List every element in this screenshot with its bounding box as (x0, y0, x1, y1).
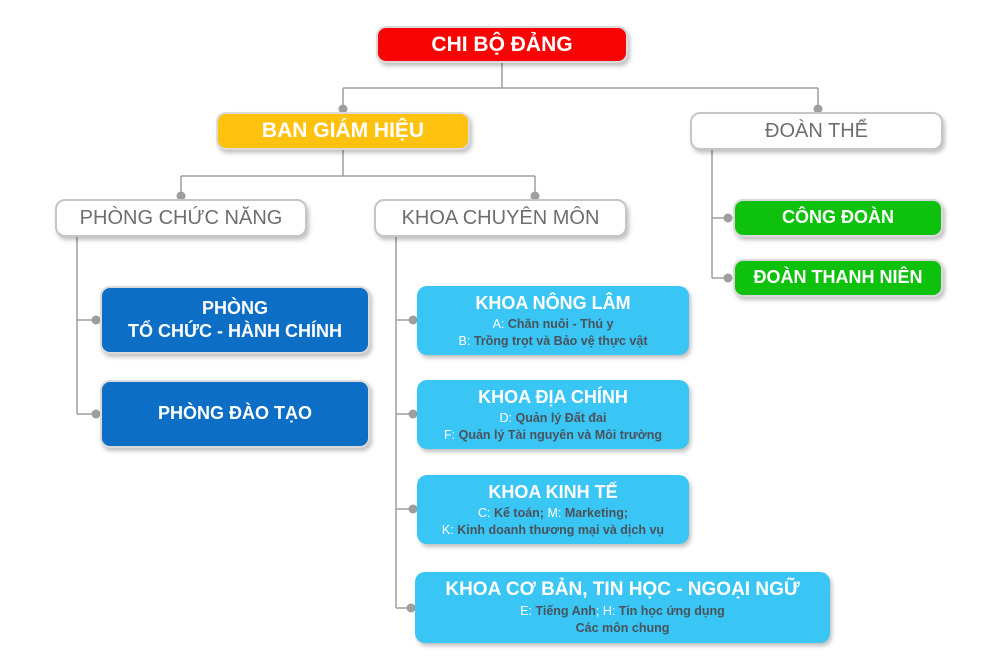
node-ban-giam-hieu-label: BAN GIÁM HIỆU (261, 119, 425, 143)
khoa-kinh-te-sub-line2: K: Kinh doanh thương mại và dịch vụ (441, 522, 665, 537)
node-phong-chuc-nang[interactable]: PHÒNG CHỨC NĂNG (55, 199, 307, 237)
khoa-kinh-te-sub-line1: C: Kế toán; M: Marketing; (477, 505, 629, 520)
khoa-dia-chinh-title: KHOA ĐỊA CHÍNH (478, 387, 628, 407)
node-phong-to-chuc-line2: TỔ CHỨC - HÀNH CHÍNH (128, 321, 342, 341)
node-khoa-dia-chinh[interactable]: KHOA ĐỊA CHÍNH D: Quản lý Đất đai F: Quả… (417, 380, 689, 449)
connector-root-children (338, 63, 823, 114)
node-doan-the[interactable]: ĐOÀN THỂ (690, 112, 943, 150)
khoa-nong-lam-sub-line2: B: Trồng trọt và Bảo vệ thực vật (458, 333, 648, 348)
connector-phongchucnang-children (76, 237, 101, 419)
connector-doanthe-children (711, 150, 733, 283)
node-khoa-nong-lam[interactable]: KHOA NÔNG LÂM A: Chăn nuôi - Thú y B: Tr… (417, 286, 689, 355)
khoa-co-ban-sub-line1: E: Tiếng Anh; H: Tin học ứng dụng (520, 604, 725, 619)
khoa-co-ban-title: KHOA CƠ BẢN, TIN HỌC - NGOẠI NGỮ (445, 579, 800, 601)
khoa-kinh-te-title: KHOA KINH TẾ (488, 482, 618, 502)
khoa-co-ban-sub-line2: Các môn chung (575, 621, 670, 636)
node-phong-chuc-nang-label: PHÒNG CHỨC NĂNG (79, 207, 283, 229)
node-doan-thanh-nien[interactable]: ĐOÀN THANH NIÊN (733, 259, 943, 297)
connector-bangiamhieu-children (176, 150, 540, 201)
node-phong-dao-tao-label: PHÒNG ĐÀO TẠO (157, 403, 312, 424)
khoa-nong-lam-sub-line1: A: Chăn nuôi - Thú y (492, 316, 614, 331)
node-ban-giam-hieu[interactable]: BAN GIÁM HIỆU (216, 112, 470, 150)
node-khoa-co-ban-tin-hoc-ngoai-ngu[interactable]: KHOA CƠ BẢN, TIN HỌC - NGOẠI NGỮ E: Tiến… (415, 572, 830, 643)
connector-khoachuyenmon-children (395, 237, 418, 613)
node-khoa-chuyen-mon[interactable]: KHOA CHUYÊN MÔN (374, 199, 627, 237)
node-phong-to-chuc-hanh-chinh[interactable]: PHÒNG TỔ CHỨC - HÀNH CHÍNH (100, 286, 370, 354)
node-phong-to-chuc-line1: PHÒNG (201, 297, 268, 318)
node-chi-bo-dang-label: CHI BỘ ĐẢNG (431, 32, 573, 56)
node-khoa-kinh-te[interactable]: KHOA KINH TẾ C: Kế toán; M: Marketing; K… (417, 475, 689, 544)
node-cong-doan[interactable]: CÔNG ĐOÀN (733, 199, 943, 237)
khoa-dia-chinh-sub-line2: F: Quản lý Tài nguyên và Môi trường (444, 427, 662, 442)
node-phong-dao-tao[interactable]: PHÒNG ĐÀO TẠO (100, 380, 370, 448)
khoa-dia-chinh-sub-line1: D: Quản lý Đất đai (499, 410, 607, 425)
khoa-nong-lam-title: KHOA NÔNG LÂM (475, 293, 631, 313)
node-doan-thanh-nien-label: ĐOÀN THANH NIÊN (753, 267, 923, 288)
node-doan-the-label: ĐOÀN THỂ (765, 120, 868, 142)
node-khoa-chuyen-mon-label: KHOA CHUYÊN MÔN (401, 207, 600, 229)
node-chi-bo-dang[interactable]: CHI BỘ ĐẢNG (376, 26, 628, 63)
node-cong-doan-label: CÔNG ĐOÀN (782, 207, 894, 228)
